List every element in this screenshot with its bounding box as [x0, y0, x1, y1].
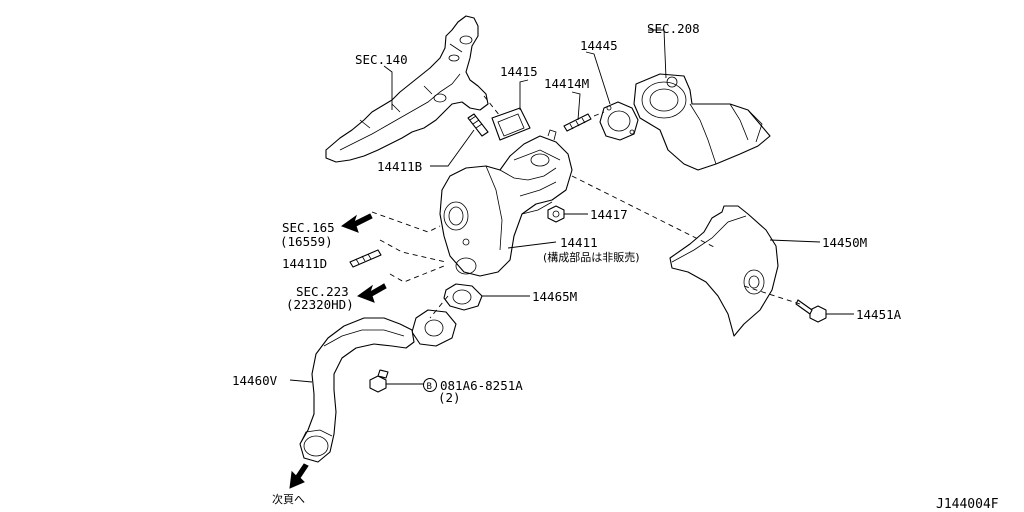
stud-14414m: [563, 113, 592, 132]
label-14451a: 14451A: [856, 307, 902, 322]
leader-lines: [289, 29, 854, 385]
label-sec140: SEC.140: [355, 52, 408, 67]
label-bolt: 081A6-8251A: [440, 378, 523, 393]
label-bolt-qty: (2): [438, 390, 461, 405]
nut-14417: [547, 205, 565, 223]
exhaust-tube-14460v: [299, 309, 457, 463]
gasket-14415: [491, 107, 531, 141]
label-14411: 14411: [560, 235, 598, 250]
heat-insulator: [669, 205, 779, 337]
label-next-page: 次頁へ: [272, 492, 305, 506]
label-sec165-sub: (16559): [280, 234, 333, 249]
label-14450m: 14450M: [822, 235, 867, 250]
turbocharger: [439, 129, 573, 277]
dashed-reference-lines: [371, 95, 801, 319]
label-14414m: 14414M: [544, 76, 589, 91]
gasket-14465m: [443, 283, 483, 311]
arrow-sec165: [340, 213, 373, 233]
label-14417: 14417: [590, 207, 628, 222]
label-sec165: SEC.165: [282, 220, 335, 235]
arrow-sec223: [356, 283, 387, 303]
label-bolt-circle: B: [427, 382, 432, 392]
label-sec223-sub: (22320HD): [286, 297, 354, 312]
diagram-id: J144004F: [936, 497, 999, 512]
gasket-14445: [599, 101, 639, 141]
label-14411d: 14411D: [282, 256, 327, 271]
label-sec223: SEC.223: [296, 284, 349, 299]
exhaust-manifold: [325, 15, 489, 163]
bolt-circle-marker: [423, 378, 437, 392]
catalytic-converter: [633, 73, 771, 171]
bolt-081a6: [369, 369, 389, 393]
label-14415: 14415: [500, 64, 538, 79]
label-sec208: SEC.208: [647, 21, 700, 36]
stud-14411d: [349, 249, 382, 268]
label-14465m: 14465M: [532, 289, 577, 304]
arrow-next-page: [289, 463, 309, 489]
label-14445: 14445: [580, 38, 618, 53]
label-14411-note: (構成部品は非販売): [543, 250, 640, 264]
label-14460v: 14460V: [232, 373, 278, 388]
label-14411b: 14411B: [377, 159, 422, 174]
stud-14411b: [467, 113, 489, 137]
bolt-14451a: [795, 299, 827, 323]
